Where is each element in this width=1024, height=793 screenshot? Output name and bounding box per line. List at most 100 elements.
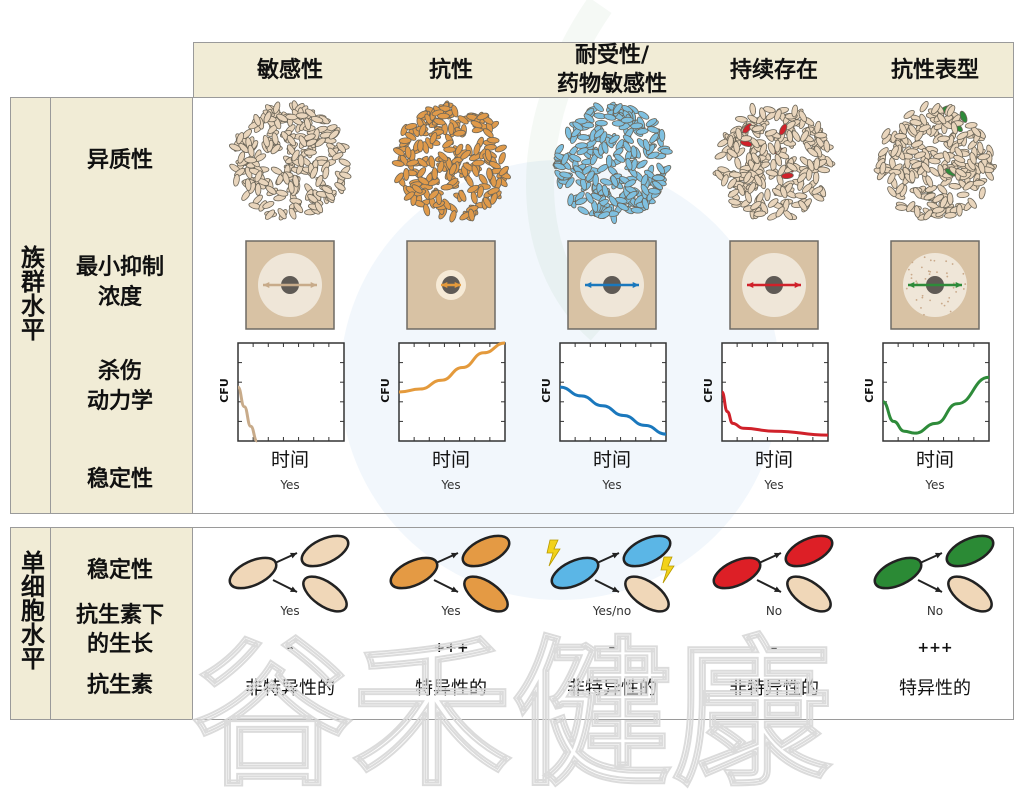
bacterium — [473, 143, 481, 156]
cell-division-diagram — [546, 534, 675, 613]
bacterium — [959, 110, 968, 123]
mic-plate — [245, 240, 335, 330]
bacterium — [262, 134, 270, 148]
bacterium — [620, 116, 634, 124]
bacterium — [630, 122, 644, 130]
bacterium — [728, 198, 741, 206]
bacterium — [913, 151, 927, 159]
bacterium — [932, 194, 944, 203]
bacterium — [714, 151, 727, 160]
bacterium — [812, 171, 820, 185]
bacterium — [454, 143, 464, 156]
bacterium — [418, 124, 427, 137]
bacterium — [824, 155, 834, 168]
bacterium — [913, 187, 922, 199]
bacterium — [919, 101, 929, 113]
bacterium — [254, 170, 263, 183]
bacterium — [610, 175, 619, 188]
single-cell-stability-value: No — [765, 604, 783, 618]
bacterium — [429, 132, 438, 145]
bacterium — [932, 206, 945, 214]
bacterium — [962, 181, 974, 191]
bacterium — [625, 157, 633, 171]
bacterium — [786, 162, 798, 172]
bacterium — [263, 111, 272, 124]
bacterium — [594, 119, 608, 127]
bacterium — [277, 208, 287, 220]
bacterium — [881, 128, 891, 140]
x-axis-label: 时间 — [431, 449, 470, 471]
bacterium — [465, 175, 474, 188]
bacterium — [814, 132, 828, 139]
bacterium — [894, 133, 908, 140]
bacterium — [298, 135, 308, 147]
bacterium — [956, 203, 963, 217]
bacterium — [908, 124, 918, 136]
bacterium — [457, 115, 469, 125]
bacterium — [972, 179, 985, 187]
bacterium — [275, 189, 289, 197]
population-section-label-cell — [10, 97, 51, 514]
bacterium — [943, 212, 957, 219]
bacterium — [613, 103, 623, 114]
column-header-text: 持续存在 — [729, 58, 818, 83]
bacterium — [617, 202, 629, 211]
population-stability-value: Yes — [925, 478, 945, 492]
bacterium — [593, 128, 605, 139]
bacterium — [749, 102, 757, 116]
bacterium — [315, 174, 324, 187]
bacterium — [977, 153, 991, 161]
population-stability-value: Yes — [602, 478, 622, 492]
bacterium — [561, 153, 569, 166]
bacterium — [813, 157, 820, 171]
bacterium — [735, 127, 743, 141]
bacterium — [417, 139, 424, 153]
lightning-bolt-icon — [546, 539, 561, 567]
mic-plate — [890, 240, 980, 330]
single-cell-stability-value: Yes/no — [592, 604, 632, 618]
bacterium — [270, 143, 281, 155]
bacterium — [794, 192, 808, 200]
bacterium — [295, 112, 309, 119]
bacterium — [423, 203, 431, 217]
cell-division-diagram — [873, 534, 995, 613]
bacterium — [726, 148, 738, 158]
bacterium — [727, 178, 737, 189]
population-stability-value: Yes — [764, 478, 784, 492]
x-axis-label: 时间 — [754, 449, 793, 471]
bacterium — [946, 105, 956, 117]
bacterium — [764, 188, 771, 202]
column-header: 抗性表型 — [855, 56, 1015, 85]
bacterium — [630, 145, 638, 159]
bacterium — [918, 124, 931, 132]
bacterium — [942, 150, 951, 163]
bacterium — [321, 185, 333, 195]
bacterium — [593, 102, 604, 113]
bacterium — [747, 182, 756, 194]
bacterium — [262, 200, 275, 209]
bacterium — [297, 154, 305, 168]
chart-frame — [721, 342, 829, 442]
chart-frame — [237, 342, 345, 442]
bacterium — [272, 101, 281, 114]
bacterium — [393, 147, 405, 156]
single-cell-stability-value: No — [926, 604, 944, 618]
growth-under-antibiotic-value: – — [608, 640, 616, 656]
bacterium — [879, 161, 887, 175]
column-header-text: 耐受性/ — [574, 43, 650, 68]
bacterium — [814, 120, 822, 134]
bacterium — [244, 178, 252, 192]
bacteria-population-cluster — [391, 100, 511, 223]
bacterium — [334, 182, 346, 191]
bacterium — [486, 136, 500, 144]
bacterium — [482, 128, 494, 138]
antibiotic-specificity-value: 非特异性的 — [245, 678, 335, 699]
bacterium — [811, 186, 824, 195]
bacterium — [577, 134, 590, 141]
bacterium — [823, 139, 831, 153]
bacterium — [442, 198, 452, 211]
bacterium — [923, 192, 936, 201]
bacterium — [887, 172, 896, 185]
column-header: 耐受性/药物敏感性 — [532, 41, 692, 99]
bacterium — [937, 135, 951, 142]
